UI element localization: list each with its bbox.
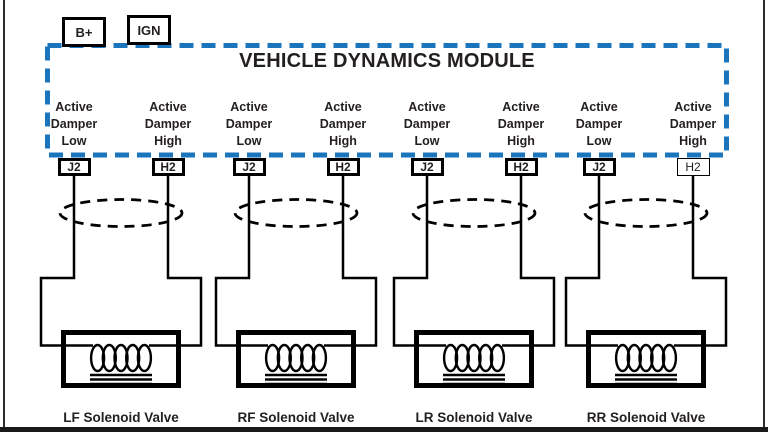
pin-box-rr-j2: J2 <box>582 158 616 176</box>
solenoid-coil-lf <box>89 343 153 386</box>
wire-pair-rf <box>214 176 378 347</box>
valve-label-lf: LF Solenoid Valve <box>63 410 179 425</box>
valve-box-rf <box>236 330 356 388</box>
channel-label-rf-high: Active Damper High <box>319 100 367 148</box>
channel-label-rf-low: Active Damper Low <box>225 100 273 148</box>
channel-label-lr-high: Active Damper High <box>497 100 545 148</box>
twisted-pair-ellipse-rr <box>583 198 709 228</box>
twisted-pair-ellipse-lr <box>411 198 537 228</box>
b-plus-input-box: B+ <box>62 17 106 47</box>
channel-label-rr-low: Active Damper Low <box>575 100 623 148</box>
channel-label-rr-high: Active Damper High <box>669 100 717 148</box>
channel-label-lf-high: Active Damper High <box>144 100 192 148</box>
solenoid-coil-rr <box>614 343 678 386</box>
solenoid-coil-lr <box>442 343 506 386</box>
valve-box-lr <box>414 330 534 388</box>
channel-label-lf-low: Active Damper Low <box>50 100 98 148</box>
pin-box-rf-h2: H2 <box>326 158 360 176</box>
valve-label-rf: RF Solenoid Valve <box>237 410 355 425</box>
pin-box-lr-h2: H2 <box>504 158 538 176</box>
module-dashed-border <box>45 43 729 158</box>
module-title: VEHICLE DYNAMICS MODULE <box>239 50 535 72</box>
twisted-pair-ellipse-rf <box>233 198 359 228</box>
pin-box-rf-j2: J2 <box>232 158 266 176</box>
wire-pair-lr <box>392 176 556 347</box>
solenoid-coil-rf <box>264 343 328 386</box>
ign-input-box: IGN <box>127 15 171 45</box>
valve-box-lf <box>61 330 181 388</box>
valve-box-rr <box>586 330 706 388</box>
pin-box-rr-h2: H2 <box>676 158 710 176</box>
pin-box-lf-j2: J2 <box>57 158 91 176</box>
frame-left-border <box>2 0 5 427</box>
frame-bottom-bar <box>0 427 768 432</box>
frame-right-border <box>762 0 765 427</box>
channel-label-lr-low: Active Damper Low <box>403 100 451 148</box>
twisted-pair-ellipse-lf <box>58 198 184 228</box>
wire-pair-rr <box>564 176 728 347</box>
wire-pair-lf <box>39 176 203 347</box>
pin-box-lf-h2: H2 <box>151 158 185 176</box>
pin-box-lr-j2: J2 <box>410 158 444 176</box>
valve-label-lr: LR Solenoid Valve <box>415 410 533 425</box>
valve-label-rr: RR Solenoid Valve <box>586 410 706 425</box>
